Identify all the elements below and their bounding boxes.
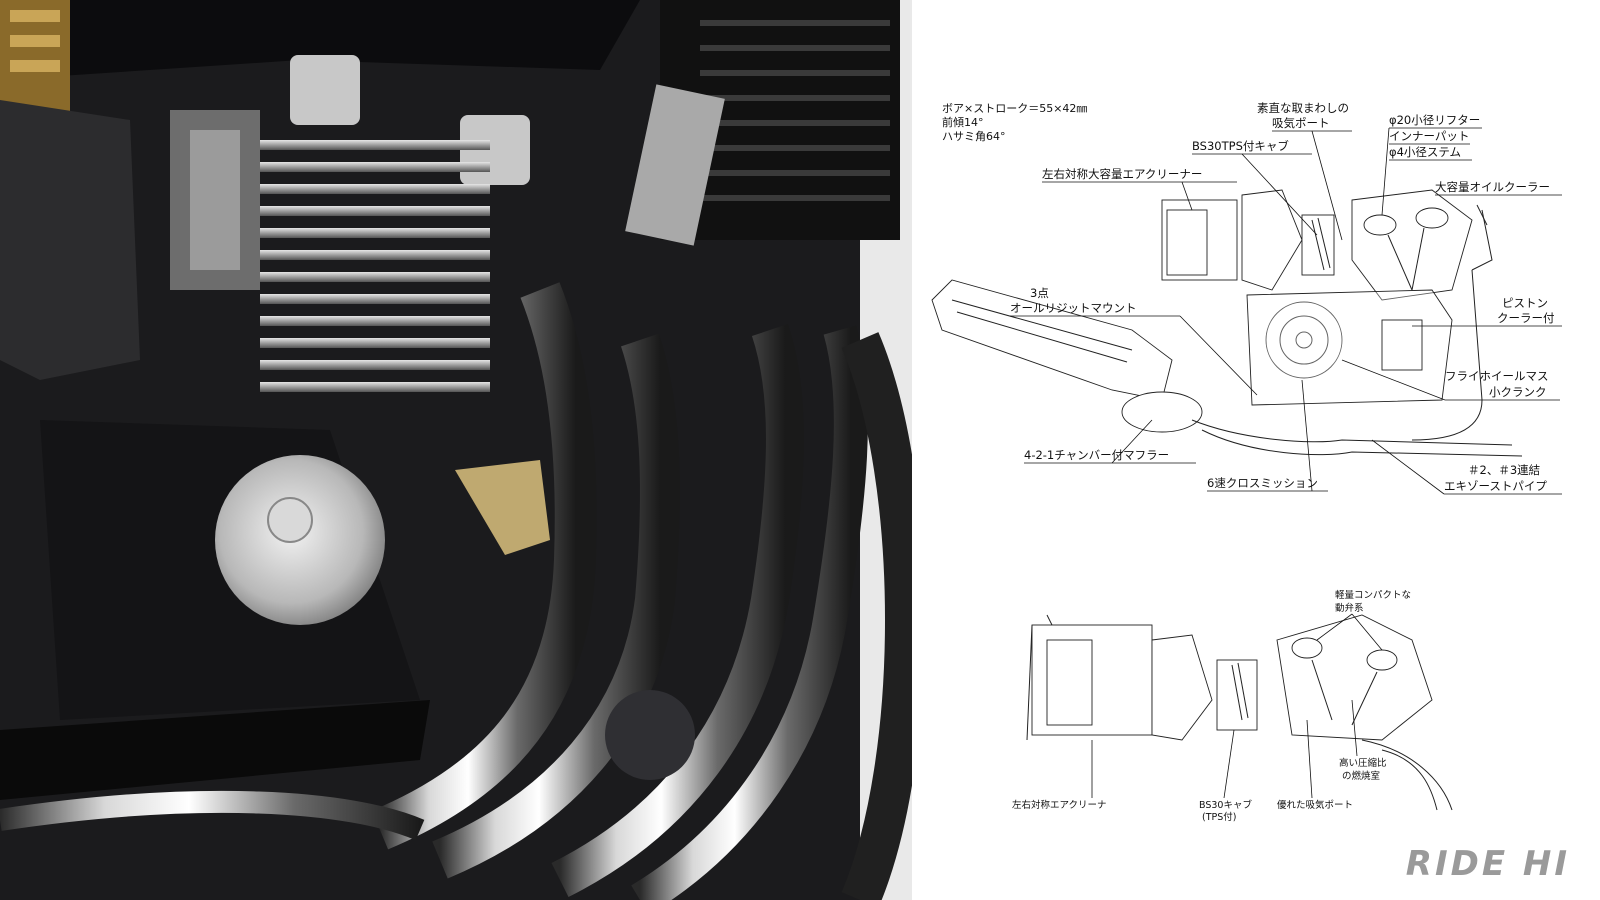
label-valvetrain-2: 動弁系 (1335, 602, 1364, 614)
label-intake-port-2: 吸気ポート (1272, 116, 1330, 130)
label-muffler: 4-2-1チャンバー付マフラー (1024, 448, 1169, 462)
label-chamber-1: 高い圧縮比 (1339, 757, 1387, 769)
label-air-cleaner: 左右対称大容量エアクリーナー (1042, 167, 1202, 181)
label-mount-2: オールリジットマウント (1010, 301, 1137, 315)
label-valvetrain-1: 軽量コンパクトな (1335, 590, 1411, 601)
engine-photo (0, 0, 912, 900)
spec-angle: ハサミ角64° (942, 130, 1006, 143)
label-exhaust-1: ＃2、＃3連結 (1468, 463, 1540, 477)
label-carb-b-1: BS30キャブ (1199, 799, 1252, 811)
spec-bore-stroke: ボア×ストローク＝55×42㎜ (942, 102, 1087, 115)
label-chamber-2: の燃焼室 (1342, 770, 1380, 782)
spec-tilt: 前傾14° (942, 115, 984, 129)
label-stem: φ4小径ステム (1389, 145, 1461, 159)
label-mount-1: 3点 (1030, 286, 1049, 300)
label-carb: BS30TPS付キャブ (1192, 139, 1289, 153)
label-lifter: φ20小径リフター (1389, 113, 1480, 127)
label-air-cleaner-b: 左右対称エアクリーナ (1012, 799, 1107, 811)
engine-diagram: ボア×ストローク＝55×42㎜ 前傾14° ハサミ角64° 素直な取まわしの 吸… (931, 101, 1562, 823)
label-inner-pad: インナーパット (1389, 129, 1469, 143)
label-mission: 6速クロスミッション (1207, 476, 1318, 490)
label-piston-1: ピストン (1502, 296, 1548, 310)
label-flywheel-2: 小クランク (1489, 385, 1547, 399)
label-flywheel-1: フライホイールマス (1445, 369, 1549, 383)
label-exhaust-2: エキゾーストパイプ (1444, 479, 1547, 493)
label-oil-cooler: 大容量オイルクーラー (1435, 180, 1550, 194)
bottom-engine-drawing (1026, 614, 1453, 811)
brand-logo: RIDE HI (1405, 844, 1570, 884)
top-engine-drawing (931, 189, 1523, 457)
label-intake-port: 素直な取まわしの (1257, 101, 1349, 115)
label-port-b: 優れた吸気ポート (1277, 799, 1353, 811)
label-piston-2: クーラー付 (1497, 311, 1555, 325)
label-carb-b-2: (TPS付) (1202, 812, 1236, 823)
